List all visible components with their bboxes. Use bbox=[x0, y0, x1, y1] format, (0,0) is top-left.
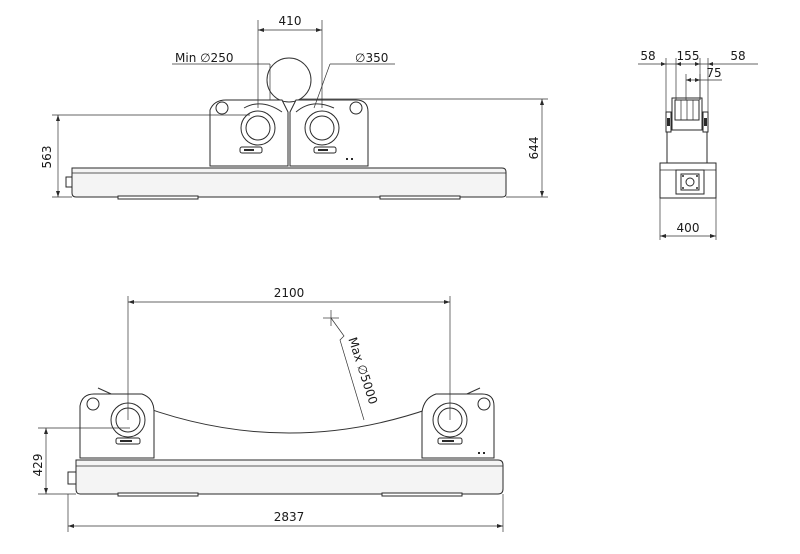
dim-height-low: 563 bbox=[40, 114, 250, 198]
dim-roller-diameter: ∅350 bbox=[313, 51, 395, 109]
dim-side-inner-label: 75 bbox=[706, 66, 721, 80]
dim-height-base: 429 bbox=[31, 427, 130, 495]
front-view: 410 Min ∅250 ∅350 563 bbox=[40, 14, 548, 200]
dim-total-length-label: 2837 bbox=[274, 510, 305, 524]
pipe-min-circle bbox=[266, 57, 312, 103]
dim-side-inner: 75 bbox=[685, 66, 722, 100]
dim-span: 2100 bbox=[127, 286, 451, 420]
dim-side-right-label: 58 bbox=[730, 49, 745, 63]
bottom-view-base bbox=[75, 459, 504, 495]
dim-side-top: 58 155 58 bbox=[638, 49, 758, 112]
dim-total-length: 2837 bbox=[67, 494, 504, 532]
dim-height-high: 644 bbox=[300, 98, 548, 198]
dim-min-diameter: Min ∅250 bbox=[172, 51, 271, 100]
dim-max-diameter: Max ∅5000 bbox=[323, 310, 380, 421]
dim-side-width-label: 400 bbox=[677, 221, 700, 235]
bottom-view: 2100 Max ∅5000 429 2837 bbox=[31, 286, 504, 532]
dim-front-gap: 410 bbox=[257, 14, 323, 108]
dim-height-base-label: 429 bbox=[31, 454, 45, 477]
dim-side-mid-label: 155 bbox=[677, 49, 700, 63]
side-view: 58 155 58 75 400 bbox=[638, 49, 758, 240]
front-view-base bbox=[71, 167, 507, 198]
dim-height-high-label: 644 bbox=[527, 137, 541, 160]
dim-max-diameter-label: Max ∅5000 bbox=[345, 335, 380, 406]
dim-height-low-label: 563 bbox=[40, 146, 54, 169]
dim-side-width: 400 bbox=[659, 198, 717, 240]
dim-roller-diameter-label: ∅350 bbox=[355, 51, 388, 65]
dim-span-label: 2100 bbox=[274, 286, 305, 300]
dim-side-left-label: 58 bbox=[640, 49, 655, 63]
dim-min-diameter-label: Min ∅250 bbox=[175, 51, 233, 65]
dim-front-gap-label: 410 bbox=[279, 14, 302, 28]
